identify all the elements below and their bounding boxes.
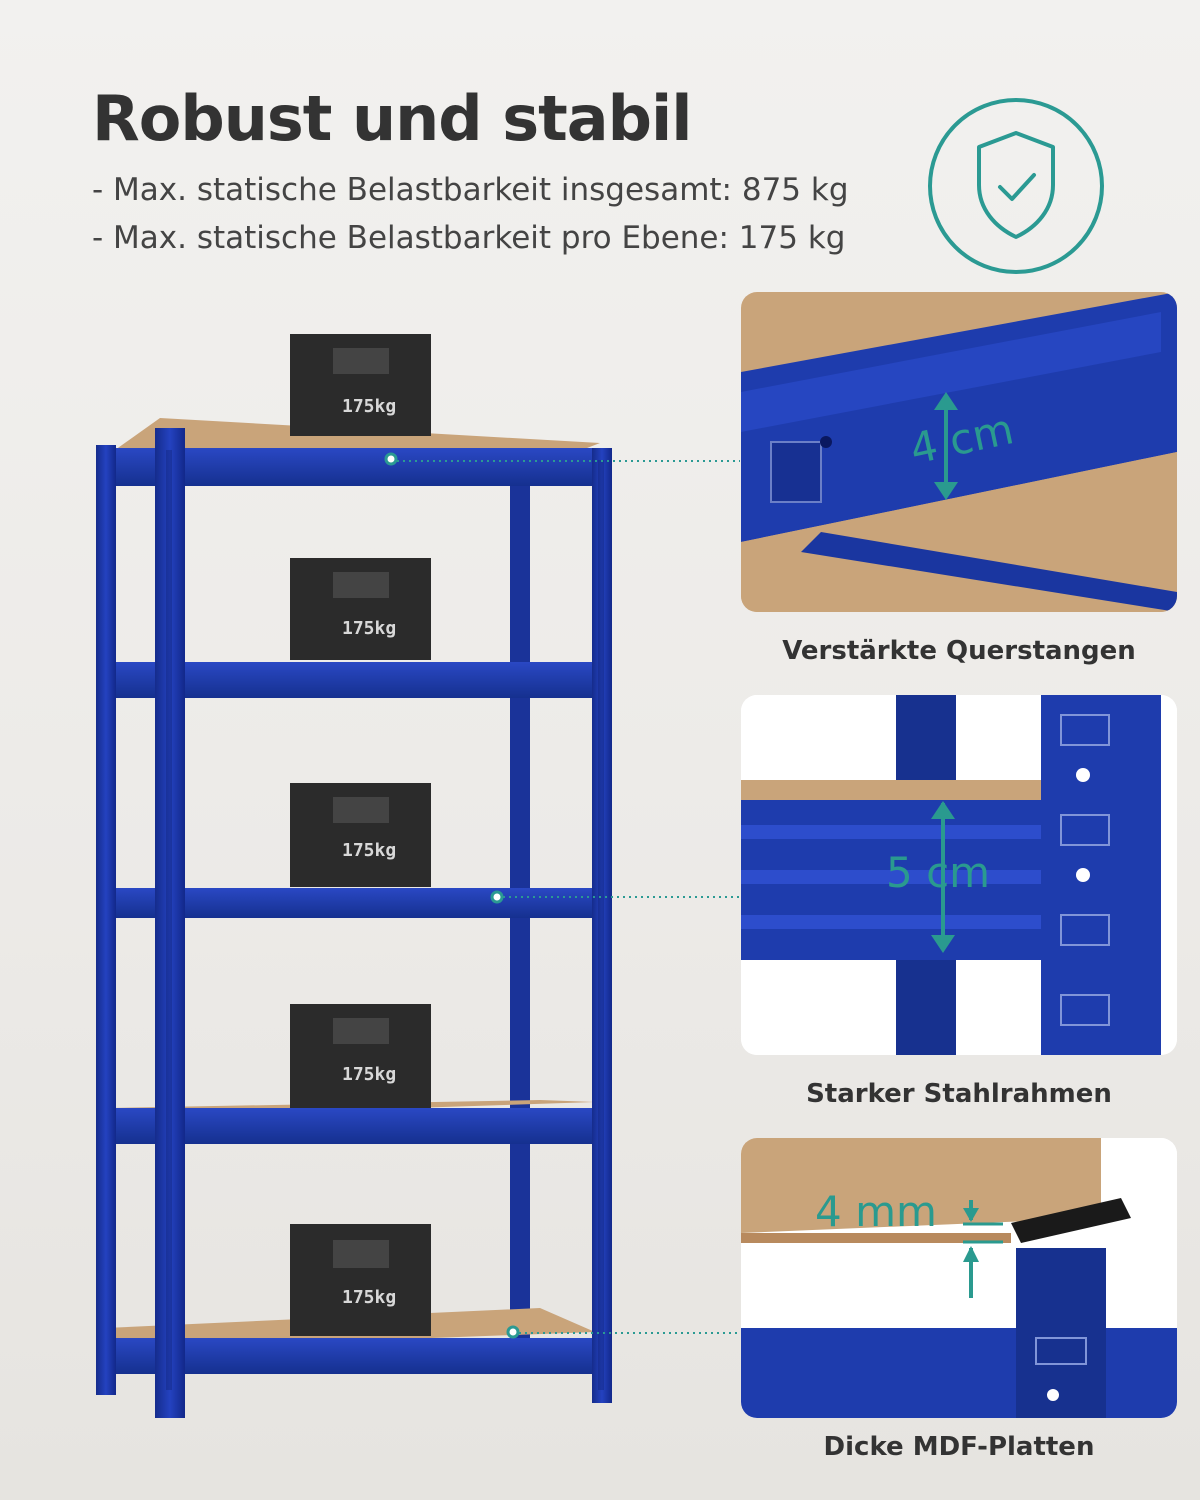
shelving-rack-illustration: 175kg 175kg 175kg 175kg 175kg: [96, 334, 740, 1418]
detail-crossbar: 4 cm: [741, 292, 1177, 612]
rear-right-post: [510, 475, 530, 1370]
connector-2: [490, 890, 740, 904]
weight-3: 175kg: [290, 783, 431, 887]
weight-label-2: 175kg: [342, 618, 396, 639]
spec-level-capacity: - Max. statische Belastbarkeit pro Ebene…: [92, 220, 846, 256]
measure-mdf: 4 mm: [815, 1187, 937, 1236]
shelf-1: [115, 418, 605, 486]
caption-mdf: Dicke MDF-Platten: [823, 1432, 1095, 1462]
front-right-post: [592, 448, 612, 1403]
side-left-post: [96, 445, 116, 1395]
measure-frame: 5 cm: [886, 848, 990, 897]
caption-crossbar: Verstärkte Querstangen: [782, 636, 1136, 666]
weight-label-1: 175kg: [342, 396, 396, 417]
shield-badge: [927, 97, 1105, 275]
weight-5: 175kg: [290, 1224, 431, 1336]
weight-label-3: 175kg: [342, 840, 396, 861]
spec-total-capacity: - Max. statische Belastbarkeit insgesamt…: [92, 172, 849, 208]
weight-1: 175kg: [290, 334, 431, 436]
weight-label-4: 175kg: [342, 1064, 396, 1085]
weight-label-5: 175kg: [342, 1287, 396, 1308]
detail-mdf: 4 mm: [741, 1138, 1177, 1418]
connector-3: [506, 1325, 740, 1339]
detail-frame: 5 cm: [741, 695, 1177, 1055]
caption-frame: Starker Stahlrahmen: [806, 1079, 1112, 1109]
weight-2: 175kg: [290, 558, 431, 660]
page-title: Robust und stabil: [92, 82, 692, 155]
weight-4: 175kg: [290, 1004, 431, 1108]
shelf-3: [105, 888, 600, 918]
shelf-2: [105, 662, 600, 698]
front-left-post: [155, 428, 185, 1418]
connector-1: [384, 452, 740, 466]
shield-check-icon: [928, 98, 1104, 274]
